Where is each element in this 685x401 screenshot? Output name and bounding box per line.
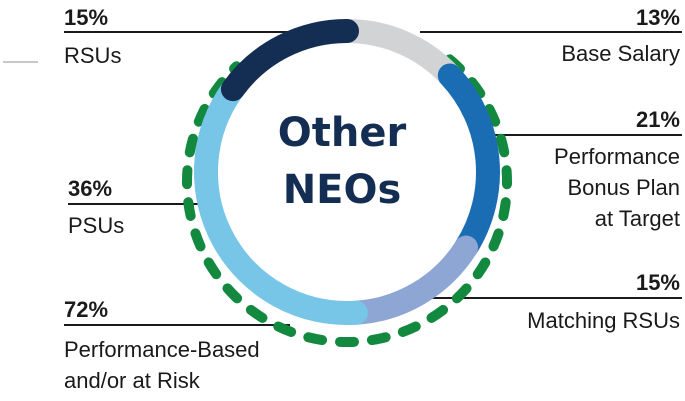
label-rsus: RSUs	[64, 43, 122, 68]
label-line: at Target	[594, 206, 680, 231]
label-matching-rsus: Matching RSUs	[527, 308, 680, 333]
label-performance-based: Performance-Based and/or at Risk	[64, 334, 260, 396]
slice-performance-bonus-plan-at-target	[437, 63, 500, 260]
pct-psus: 36%	[68, 176, 113, 201]
center-title-line1: Other	[278, 110, 407, 156]
slice-psus	[194, 77, 368, 325]
label-line: Bonus Plan	[567, 175, 680, 200]
label-psus: PSUs	[68, 213, 125, 238]
slice-base-salary	[335, 19, 462, 88]
risk-dashed-arc	[182, 54, 512, 347]
slice-rsus	[220, 19, 359, 102]
slice-matching-rsus	[343, 235, 479, 325]
label-line: Performance-Based	[64, 337, 260, 362]
pct-performance-based: 72%	[64, 297, 109, 322]
label-performance-bonus: Performance Bonus Plan at Target	[554, 141, 680, 234]
center-title-line2: NEOs	[283, 167, 402, 213]
label-line: Performance	[554, 144, 680, 169]
pct-base-salary: 13%	[635, 5, 680, 30]
label-line: and/or at Risk	[64, 368, 200, 393]
label-base-salary: Base Salary	[561, 41, 680, 66]
pct-performance-bonus: 21%	[635, 107, 680, 132]
pct-matching-rsus: 15%	[635, 270, 680, 295]
pct-rsus: 15%	[64, 5, 109, 30]
